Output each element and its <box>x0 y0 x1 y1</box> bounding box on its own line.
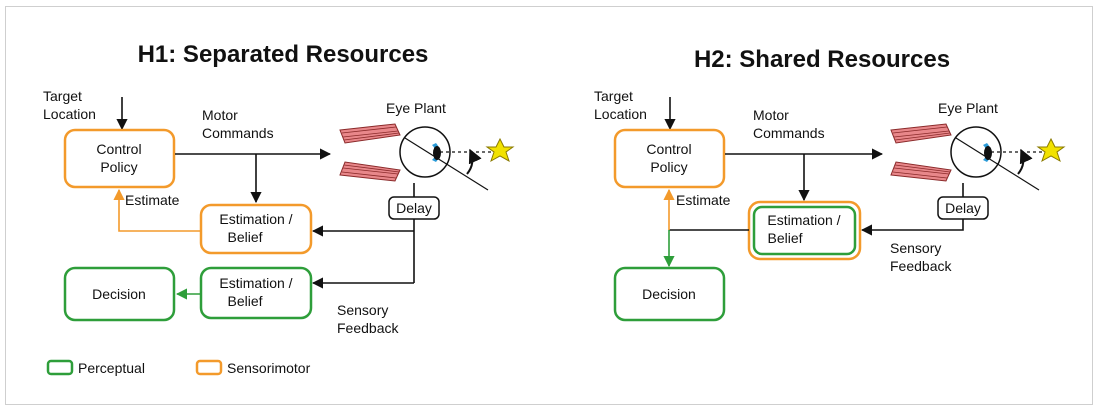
h1-panel: H1: Separated Resources Target Location … <box>43 41 515 336</box>
h1-decision-box <box>63 266 176 322</box>
legend-sensorimotor-label: Sensorimotor <box>227 360 311 376</box>
h1-control-label-2: Policy <box>100 159 137 175</box>
h2-est-label-2: Belief <box>767 230 802 246</box>
figure-frame <box>5 6 1093 405</box>
h1-est-sm-label-2: Belief <box>227 229 262 245</box>
muscle-icon <box>339 123 401 182</box>
h1-motor-label-1: Motor <box>202 107 238 123</box>
h1-estimate-arrow <box>113 188 201 232</box>
h1-target-label-1: Target <box>43 88 82 104</box>
h1-feedback-label-1: Sensory <box>337 302 388 318</box>
h1-estimate-label: Estimate <box>125 192 180 208</box>
h2-feedback-arrow <box>860 219 964 236</box>
h2-feedback-label-2: Feedback <box>890 258 952 274</box>
h2-title: H2: Shared Resources <box>694 46 950 73</box>
h2-motor-label-2: Commands <box>753 125 825 141</box>
legend: Perceptual Sensorimotor <box>46 359 311 376</box>
h1-target-label-2: Location <box>43 106 96 122</box>
star-icon <box>1036 137 1066 163</box>
h2-target-label-1: Target <box>594 88 633 104</box>
h2-decision-label: Decision <box>642 286 696 302</box>
h2-control-label-1: Control <box>646 141 691 157</box>
h2-target-label-2: Location <box>594 106 647 122</box>
h1-title: H1: Separated Resources <box>138 41 429 68</box>
h2-control-policy-box <box>613 128 726 189</box>
h2-panel: H2: Shared Resources Target Location Con… <box>594 46 1066 322</box>
h1-delay-label: Delay <box>396 200 432 216</box>
h1-motor-label-2: Commands <box>202 125 274 141</box>
h1-feedback-label-2: Feedback <box>337 320 399 336</box>
h1-control-label-1: Control <box>96 141 141 157</box>
legend-sensorimotor-swatch <box>195 359 223 376</box>
star-icon <box>485 137 515 163</box>
muscle-icon <box>890 123 952 182</box>
h1-control-policy-box <box>63 128 176 189</box>
h1-est-p-label-1: Estimation / <box>219 275 292 291</box>
h1-perceptual-estimation-box <box>199 266 313 320</box>
legend-perceptual-label: Perceptual <box>78 360 145 376</box>
h2-eye-plant-label: Eye Plant <box>938 100 998 116</box>
h2-motor-label-1: Motor <box>753 107 789 123</box>
eye-icon <box>950 126 1046 191</box>
h1-est-sm-label-1: Estimation / <box>219 211 292 227</box>
eye-icon <box>399 126 495 191</box>
h1-eye-plant-label: Eye Plant <box>386 100 446 116</box>
h2-decision-box <box>613 266 726 322</box>
legend-perceptual-swatch <box>46 359 74 376</box>
h1-decision-label: Decision <box>92 286 146 302</box>
h2-control-label-2: Policy <box>650 159 687 175</box>
h1-sensorimotor-estimation-box <box>199 203 313 255</box>
h1-est-p-label-2: Belief <box>227 293 262 309</box>
h2-feedback-label-1: Sensory <box>890 240 941 256</box>
h2-delay-label: Delay <box>945 200 981 216</box>
h2-estimate-label: Estimate <box>676 192 731 208</box>
h2-est-label-1: Estimation / <box>767 212 840 228</box>
h2-shared-estimation-inner <box>752 205 857 256</box>
